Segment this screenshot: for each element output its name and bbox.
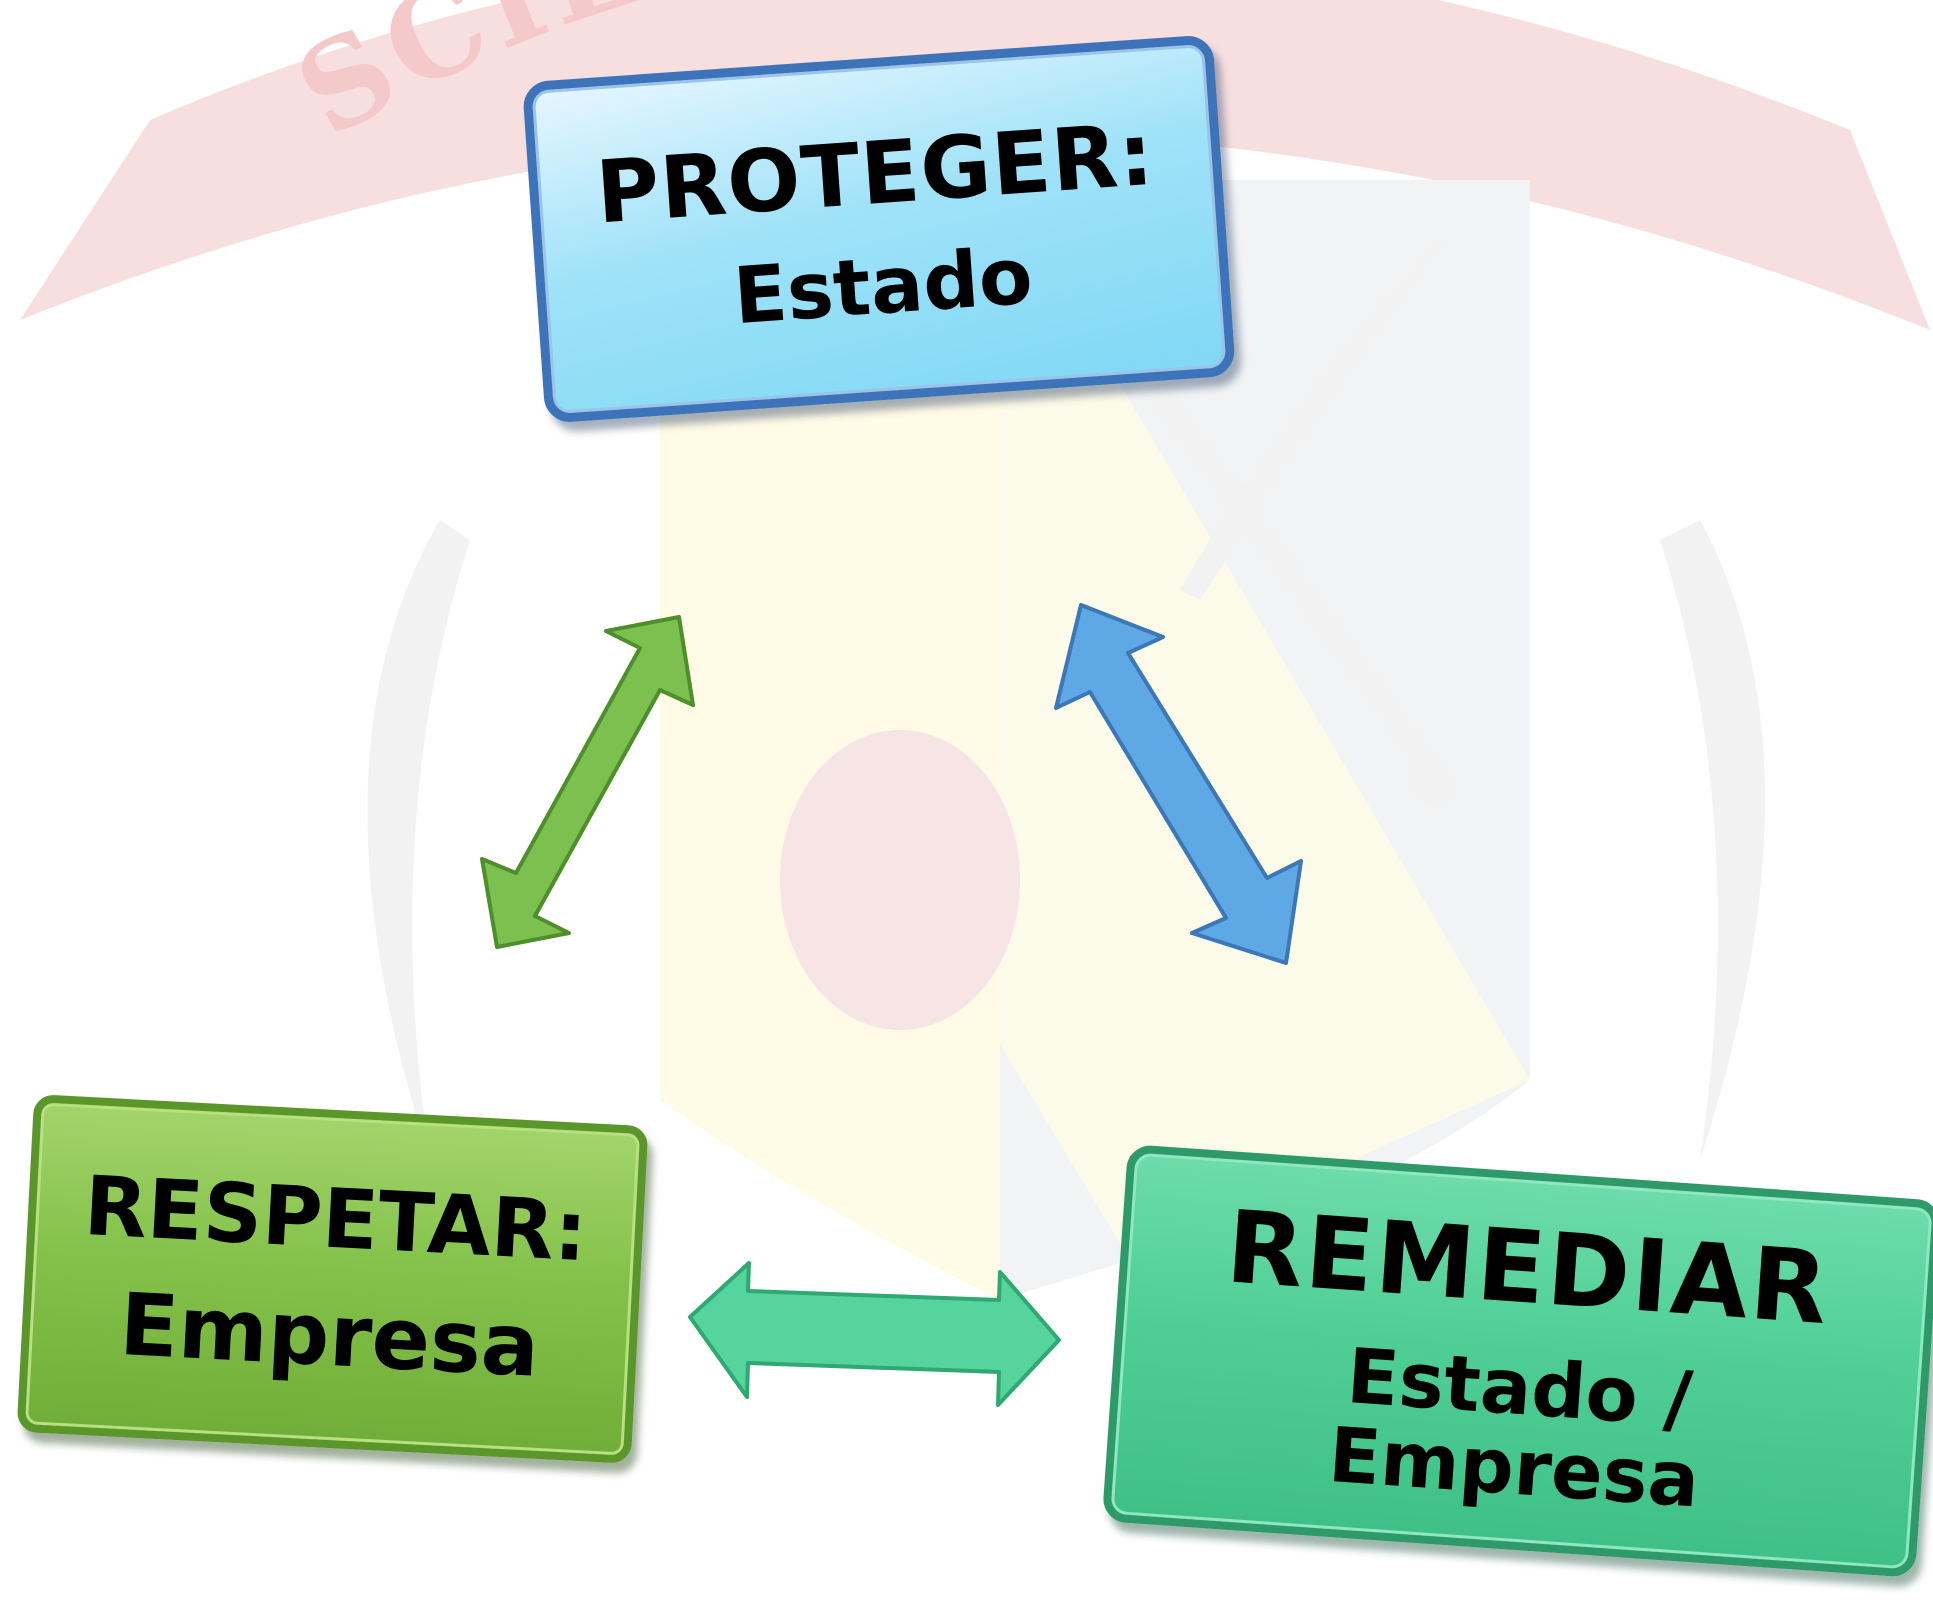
double-arrow-respetar-proteger [480, 615, 695, 949]
watermark-laurel-right [1660, 520, 1765, 1160]
remediar-box: REMEDIAR Estado / Empresa [1101, 1144, 1933, 1578]
respetar-box: RESPETAR: Empresa [16, 1094, 649, 1464]
watermark-laurel-left [367, 520, 470, 1160]
proteger-box: PROTEGER: Estado [521, 34, 1237, 424]
respetar-title: RESPETAR: [81, 1158, 590, 1280]
double-arrow-respetar-remediar [688, 1261, 1061, 1407]
proteger-subtitle: Estado [730, 231, 1036, 343]
watermark-banner [20, 0, 1930, 330]
proteger-title: PROTEGER: [592, 104, 1158, 244]
double-arrow-proteger-remediar [1054, 603, 1303, 965]
respetar-subtitle: Empresa [117, 1274, 542, 1397]
watermark-pomegranate [780, 730, 1020, 1030]
remediar-title: REMEDIAR [1222, 1188, 1834, 1347]
watermark-sabre [1110, 330, 1455, 810]
watermark-shield-diagonal [660, 180, 1530, 1260]
